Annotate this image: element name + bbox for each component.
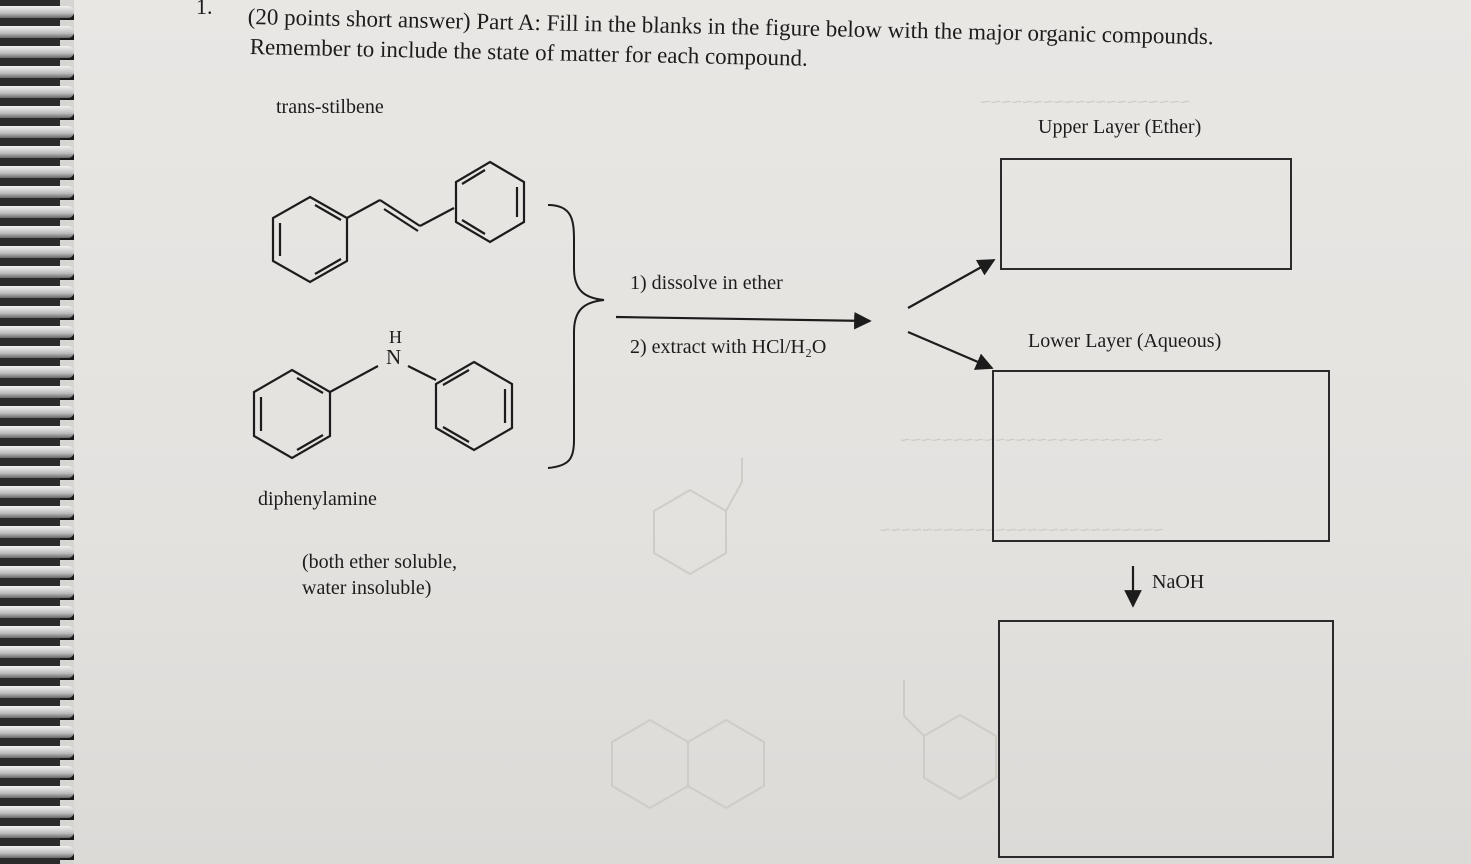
spiral-coil	[0, 186, 74, 198]
reaction-arrow	[615, 311, 872, 330]
spiral-coil	[0, 626, 74, 638]
diphenylamine-structure	[252, 360, 514, 460]
vinyl-bond	[346, 199, 381, 219]
spiral-coil	[0, 326, 74, 338]
naoh-product-answer-box[interactable]	[998, 620, 1334, 858]
solubility-note-line1: (both ether soluble,	[302, 551, 457, 573]
spiral-coil	[0, 226, 74, 238]
spiral-coil	[0, 386, 74, 398]
benzene-ring-left	[271, 195, 349, 284]
spiral-coil	[0, 286, 74, 298]
amine-nitrogen: N	[386, 345, 401, 369]
spiral-coil	[0, 486, 74, 498]
spiral-coil	[0, 206, 74, 218]
spiral-coil	[0, 686, 74, 698]
spiral-coil	[0, 106, 74, 118]
spiral-coil	[0, 746, 74, 758]
spiral-coil	[0, 6, 74, 18]
spiral-coil	[0, 786, 74, 798]
spiral-coil	[0, 506, 74, 518]
step-dissolve-label: 1) dissolve in ether	[630, 272, 783, 294]
spiral-coil	[0, 666, 74, 678]
spiral-coil	[0, 426, 74, 438]
spiral-coil	[0, 646, 74, 658]
upper-layer-label: Upper Layer (Ether)	[1038, 116, 1202, 138]
spiral-coil	[0, 526, 74, 538]
trans-stilbene-structure	[271, 160, 526, 284]
benzene-ring-right	[454, 160, 526, 244]
naoh-reagent-label: NaOH	[1152, 571, 1205, 593]
spiral-coil	[0, 546, 74, 558]
spiral-coil	[0, 406, 74, 418]
spiral-coil	[0, 66, 74, 78]
spiral-coil	[0, 826, 74, 838]
spiral-coil	[0, 446, 74, 458]
spiral-coil	[0, 606, 74, 618]
vinyl-double-bond	[379, 199, 421, 227]
spiral-coil	[0, 806, 74, 818]
spiral-coil	[0, 706, 74, 718]
spiral-coil	[0, 46, 74, 58]
spiral-coil	[0, 566, 74, 578]
trans-stilbene-label: trans-stilbene	[276, 96, 384, 118]
spiral-coil	[0, 266, 74, 278]
spiral-coil	[0, 466, 74, 478]
spiral-coil	[0, 246, 74, 258]
spiral-coil	[0, 306, 74, 318]
question-number: 1.	[196, 0, 213, 19]
diphenylamine-label: diphenylamine	[258, 488, 377, 510]
spiral-coil	[0, 586, 74, 598]
solubility-note-line2: water insoluble)	[302, 577, 432, 599]
spiral-coil	[0, 346, 74, 358]
spiral-coil	[0, 846, 74, 858]
spiral-binding	[0, 0, 74, 864]
upper-layer-answer-box[interactable]	[1000, 158, 1292, 270]
lower-layer-answer-box[interactable]	[992, 370, 1330, 542]
benzene-ring-left	[252, 368, 332, 460]
lower-layer-label: Lower Layer (Aqueous)	[1028, 330, 1222, 352]
spiral-coil	[0, 726, 74, 738]
upper-layer-arrow	[907, 259, 996, 309]
spiral-coil	[0, 126, 74, 138]
step-extract-label: 2) extract with HCl/H₂O	[630, 336, 827, 358]
spiral-coil	[0, 146, 74, 158]
spiral-coil	[0, 766, 74, 778]
lower-layer-arrow	[907, 330, 994, 370]
spiral-coil	[0, 166, 74, 178]
spiral-coil	[0, 26, 74, 38]
amine-hydrogen: H	[389, 327, 402, 347]
bleed-through-structures	[611, 458, 997, 810]
spiral-coil	[0, 86, 74, 98]
spiral-coil	[0, 366, 74, 378]
benzene-ring-right	[434, 360, 514, 452]
grouping-brace	[547, 204, 605, 469]
